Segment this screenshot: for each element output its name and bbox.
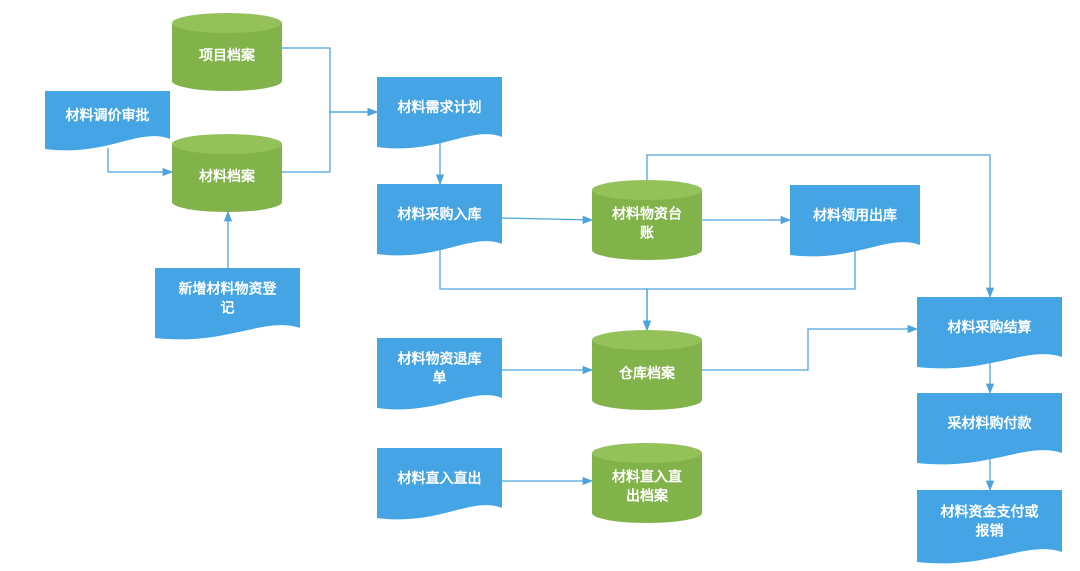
edge-material-purchase-in-to-material-ledger bbox=[501, 215, 594, 224]
edge-price-adjust-approval-to-material-archive bbox=[107, 148, 174, 177]
node-label: 材料直入直出 bbox=[398, 470, 482, 487]
node-material-demand-plan: 材料需求计划 bbox=[377, 77, 502, 149]
node-label: 采材料购付款 bbox=[947, 415, 1033, 432]
database-top bbox=[592, 330, 702, 350]
node-label: 材料档案 bbox=[199, 168, 256, 185]
node-material-issue-out: 材料领用出库 bbox=[790, 185, 920, 257]
node-label: 材料需求计划 bbox=[398, 99, 482, 116]
edge-material-issue-out-to-warehouse-archive bbox=[642, 251, 856, 332]
node-label: 材料直入直 bbox=[612, 469, 682, 486]
node-label: 新增材料物资登 bbox=[179, 281, 278, 298]
database-top bbox=[592, 180, 702, 200]
document-shape bbox=[917, 490, 1062, 564]
node-purchase-payment: 采材料购付款 bbox=[917, 393, 1062, 465]
edge-warehouse-archive-to-purchase-settlement bbox=[702, 324, 919, 371]
node-label: 报销 bbox=[976, 523, 1004, 540]
edge-material-ledger-to-purchase-settlement bbox=[646, 154, 995, 299]
document-shape bbox=[377, 77, 502, 149]
node-direct-in-out: 材料直入直出 bbox=[377, 448, 502, 520]
document-shape bbox=[917, 393, 1062, 465]
node-label: 材料物资台 bbox=[612, 206, 682, 223]
database-top bbox=[172, 134, 282, 154]
node-material-archive: 材料档案 bbox=[172, 134, 282, 212]
node-label: 材料调价审批 bbox=[66, 107, 150, 124]
node-label: 项目档案 bbox=[199, 47, 256, 64]
node-label: 仓库档案 bbox=[618, 365, 676, 382]
node-label: 账 bbox=[640, 226, 654, 242]
node-price-adjust-approval: 材料调价审批 bbox=[45, 91, 170, 151]
database-shape bbox=[592, 453, 702, 523]
node-label: 材料领用出库 bbox=[813, 207, 897, 224]
edge-project-archive-to-material-demand-plan bbox=[282, 47, 379, 117]
node-material-purchase-in: 材料采购入库 bbox=[377, 184, 502, 256]
database-top bbox=[592, 443, 702, 463]
document-shape bbox=[377, 338, 502, 410]
node-purchase-settlement: 材料采购结算 bbox=[917, 297, 1062, 369]
document-shape bbox=[377, 448, 502, 520]
node-label: 单 bbox=[433, 370, 447, 387]
database-shape bbox=[172, 144, 282, 212]
document-shape bbox=[377, 184, 502, 256]
node-project-archive: 项目档案 bbox=[172, 13, 282, 91]
node-label: 材料采购结算 bbox=[948, 319, 1032, 336]
node-label: 记 bbox=[221, 301, 235, 317]
node-warehouse-archive: 仓库档案 bbox=[592, 330, 702, 410]
document-shape bbox=[790, 185, 920, 257]
edges bbox=[107, 47, 995, 492]
document-shape bbox=[155, 268, 300, 340]
node-label: 材料采购入库 bbox=[398, 206, 482, 223]
database-shape bbox=[592, 190, 702, 260]
document-shape bbox=[45, 91, 170, 151]
node-label: 出档案 bbox=[626, 488, 669, 505]
node-label: 材料资金支付或 bbox=[941, 504, 1039, 521]
database-shape bbox=[592, 340, 702, 410]
database-shape bbox=[172, 23, 282, 91]
edge-material-purchase-in-to-warehouse-archive bbox=[439, 250, 652, 332]
database-top bbox=[172, 13, 282, 33]
node-label: 材料物资退库 bbox=[398, 351, 482, 368]
edge-material-archive-to-material-demand-plan bbox=[282, 107, 379, 173]
document-shape bbox=[917, 297, 1062, 369]
